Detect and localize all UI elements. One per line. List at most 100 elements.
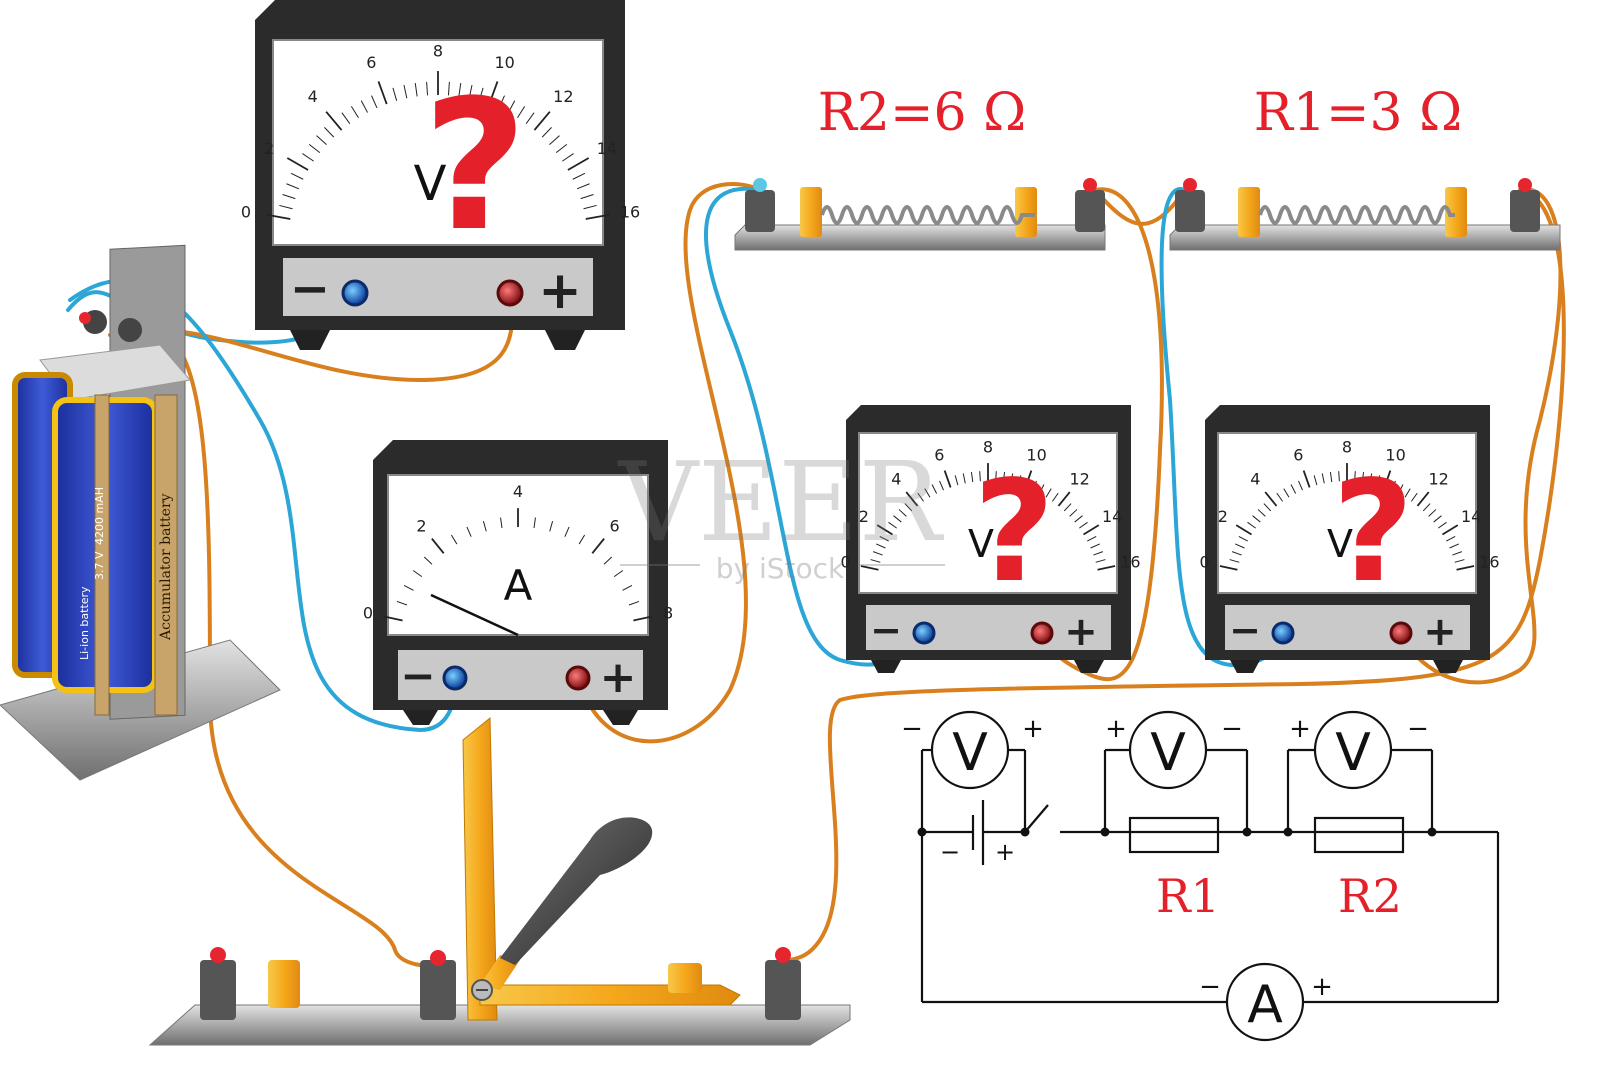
voltmeter-r2-scale-tick: [1057, 491, 1071, 507]
voltmeter-r2-scale-tick: [1087, 535, 1097, 542]
ammeter-scale-tick: [450, 534, 458, 545]
voltmeter-r2-question-mark: ?: [973, 451, 1054, 614]
resistor-r2-terminal-left[interactable]: [753, 178, 767, 192]
voltmeter-r2-terminal-plus[interactable]: [1030, 621, 1054, 645]
resistor-r1-terminal-right[interactable]: [1518, 178, 1532, 192]
voltmeter-r1-terminal-minus[interactable]: [1271, 621, 1295, 645]
voltmeter-r2-terminal-minus[interactable]: [912, 621, 936, 645]
ammeter-unit: A: [504, 561, 533, 610]
voltmeter-r2-scale-tick: [860, 565, 879, 571]
voltmeter-r1-scale-tick: [1422, 503, 1431, 512]
voltmeter-r1-scale-tick: [1454, 559, 1465, 563]
voltmeter-r1-terminal-plus[interactable]: [1389, 621, 1413, 645]
resistor-r2-terminal-right[interactable]: [1083, 178, 1097, 192]
voltmeter-main-scale-tick-label: 14: [597, 139, 617, 158]
voltmeter-main-plus: +: [538, 261, 582, 321]
voltmeter-r2-scale-tick: [898, 509, 907, 517]
voltmeter-r1-scale-tick-label: 2: [1218, 507, 1228, 526]
voltmeter-r1-scale-tick: [1416, 491, 1430, 507]
voltmeter-r1-scale-tick: [1231, 551, 1242, 556]
voltmeter-r2-scale-tick: [893, 515, 902, 523]
r1-label: R1=3 Ω: [1254, 83, 1463, 143]
schematic-a-label: A: [1247, 975, 1283, 1035]
voltmeter-r1-scale-tick: [1313, 475, 1318, 486]
voltmeter-r2-scale-tick: [1095, 559, 1106, 563]
voltmeter-main-scale-tick-label: 6: [366, 53, 376, 72]
resistor-r1-terminal-left[interactable]: [1183, 178, 1197, 192]
wire-orange-battery-switch: [148, 328, 442, 969]
voltmeter-main-minus: −: [290, 261, 330, 317]
voltmeter-main-scale-tick: [567, 157, 590, 171]
voltmeter-main-question-mark: ?: [423, 62, 527, 271]
voltmeter-main-scale-tick: [350, 106, 359, 119]
ammeter-terminal-plus[interactable]: [565, 665, 591, 691]
voltmeter-r1-scale-tick: [1235, 524, 1252, 536]
voltmeter-main-scale-tick: [572, 172, 586, 180]
voltmeter-r2-scale-tick: [1083, 524, 1100, 536]
voltmeter-r2-unit: V: [968, 522, 994, 566]
schematic-v3-label: V: [1335, 723, 1371, 783]
voltmeter-r2-scale-tick: [1017, 475, 1022, 486]
voltmeter-r2-scale-tick: [1051, 492, 1059, 502]
battery-type-label: Li-ion battery: [78, 586, 91, 660]
voltmeter-main-terminal-minus[interactable]: [341, 279, 369, 307]
voltmeter-main-scale-tick: [525, 112, 535, 124]
voltmeter-main-scale-tick: [308, 143, 321, 154]
voltmeter-r1-scale-tick: [1354, 471, 1356, 482]
wire-orange-return-switch: [788, 188, 1566, 962]
voltmeter-main-scale-tick: [541, 127, 552, 138]
voltmeter-main-scale-tick: [286, 183, 300, 190]
voltmeter-main-scale-tick: [324, 127, 335, 138]
voltmeter-r2-scale-tick: [943, 470, 952, 488]
ammeter-scale-tick: [396, 600, 408, 606]
schematic-v1-label: V: [952, 723, 988, 783]
schematic-v1-minus: −: [901, 714, 923, 744]
voltmeter-r1-scale-tick: [1219, 565, 1238, 571]
voltmeter-r2-scale-tick: [1002, 471, 1006, 483]
voltmeter-r1-unit: V: [1327, 522, 1353, 566]
voltmeter-r1-scale-tick: [1263, 503, 1272, 512]
ammeter-terminal-minus[interactable]: [442, 665, 468, 691]
voltmeter-r1-scale-tick: [1298, 480, 1303, 491]
wire-orange-ammeter-r2: [578, 182, 762, 744]
battery-side-label: Accumulator battery: [158, 493, 174, 641]
voltmeter-r2-scale-tick-label: 0: [840, 553, 850, 572]
voltmeter-r1-minus: −: [1229, 608, 1261, 652]
wire-orange-battery-voltmeter: [108, 298, 515, 383]
ammeter-scale-tick: [533, 517, 536, 529]
voltmeter-r1-scale-tick: [1452, 551, 1463, 556]
voltmeter-r2-scale-tick: [872, 551, 883, 556]
voltmeter-main-scale-tick: [533, 111, 551, 131]
voltmeter-r2-scale-tick: [1074, 515, 1083, 523]
voltmeter-r1-scale-tick: [1329, 471, 1333, 483]
voltmeter-main-scale-tick: [371, 95, 378, 109]
battery-capacity-label: 4200 mAH: [93, 487, 106, 545]
schematic-v2-plus: +: [1105, 714, 1127, 744]
voltmeter-r1-scale-tick: [1238, 535, 1248, 542]
voltmeter-main-scale-tick: [549, 135, 560, 146]
voltmeter-main-terminal-plus[interactable]: [496, 279, 524, 307]
voltmeter-main-scale-tick: [282, 194, 296, 200]
voltmeter-r2-scale-tick: [876, 524, 893, 536]
voltmeter-main-scale-tick: [458, 83, 462, 97]
voltmeter-r1-scale-tick-label: 14: [1461, 507, 1481, 526]
voltmeter-r2-scale-tick-label: 6: [934, 446, 944, 465]
circuit-schematic: V − + − + V + − V + − A: [901, 710, 1500, 1042]
voltmeter-r1-scale-tick: [1397, 484, 1404, 494]
ammeter-scale-tick-label: 0: [363, 604, 373, 623]
voltmeter-r2-scale-tick: [1090, 543, 1100, 549]
switch-handle[interactable]: [500, 817, 653, 965]
voltmeter-main-scale-tick-label: 10: [495, 53, 515, 72]
voltmeter-r1-scale-tick: [1410, 492, 1418, 502]
voltmeter-main-scale-tick: [403, 84, 408, 99]
wire-blue-r2-vm2: [704, 186, 922, 667]
schematic-battery-minus: −: [940, 838, 960, 866]
voltmeter-r2-scale-tick: [1097, 565, 1116, 571]
schematic-v2-label: V: [1150, 723, 1186, 783]
voltmeter-r1-scale-tick: [1438, 521, 1447, 529]
voltmeter-main-scale-tick: [426, 81, 429, 96]
